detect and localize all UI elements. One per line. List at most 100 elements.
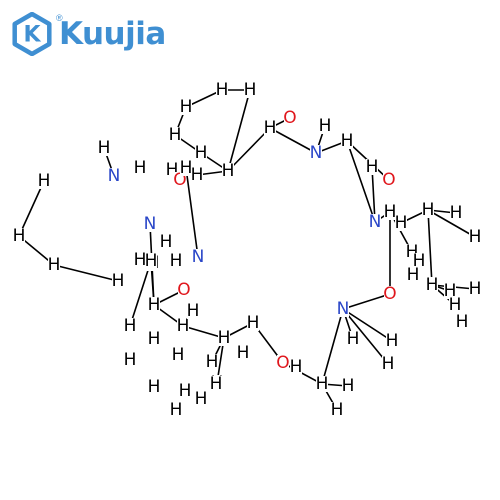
atom-H-label: H	[134, 158, 147, 178]
atom-H-label: H	[13, 226, 26, 246]
atom-label-background	[210, 376, 222, 392]
atom-label-background	[218, 330, 230, 346]
atom-H-label: H	[180, 158, 193, 178]
atom-label-background	[247, 315, 259, 331]
atom-label-background	[160, 234, 172, 250]
atom-label-background	[145, 253, 157, 269]
atom-label-background	[170, 253, 182, 269]
atom-H-label: H	[210, 374, 223, 394]
atom-H-label: H	[237, 343, 250, 363]
atom-label-background	[310, 145, 322, 161]
atom-label-background	[450, 205, 462, 221]
atom-H-label: H	[134, 250, 147, 270]
atom-label-background	[170, 402, 182, 418]
atom-H-label: H	[38, 171, 51, 191]
atom-label-background	[148, 297, 160, 313]
atom-label-background	[369, 214, 381, 230]
atom-H-label: H	[449, 295, 462, 315]
bond	[346, 140, 376, 223]
bond	[427, 209, 433, 286]
atom-label-background	[316, 376, 328, 392]
bond	[342, 308, 389, 365]
atom-H-label: H	[450, 203, 463, 223]
atom-H-label: H	[456, 312, 469, 332]
registered-mark: ®	[56, 13, 63, 23]
atom-H-label: H	[169, 125, 182, 145]
atom-H-label: H	[407, 265, 420, 285]
bond	[321, 308, 344, 385]
atom-H-label: H	[386, 331, 399, 351]
atom-label-background	[469, 229, 481, 245]
atom-label-background	[331, 402, 343, 418]
atom-label-background	[422, 202, 434, 218]
bond	[18, 180, 45, 237]
atom-label-background	[112, 273, 124, 289]
atom-label-background	[264, 120, 276, 136]
atom-label-background	[169, 127, 181, 143]
atom-label-background	[98, 140, 110, 156]
atom-label-background	[341, 133, 353, 149]
atom-label-background	[413, 253, 425, 269]
atom-H-label: H	[341, 131, 354, 151]
atom-label-background	[383, 172, 395, 188]
atom-H-label: H	[195, 389, 208, 409]
atom-label-background	[13, 228, 25, 244]
atom-H-label: H	[145, 251, 158, 271]
atom-H-label: H	[148, 295, 161, 315]
atom-label-background	[148, 379, 160, 395]
atom-H-label: H	[187, 301, 200, 321]
atom-H-label: H	[247, 313, 260, 333]
atom-H-label: H	[342, 376, 355, 396]
atom-H-label: H	[444, 281, 457, 301]
atom-label-background	[180, 99, 192, 115]
bond	[342, 308, 393, 342]
atom-label-background	[222, 163, 234, 179]
atom-N-label: N	[144, 214, 157, 234]
atom-O-label: O	[383, 284, 396, 304]
atom-label-background	[195, 391, 207, 407]
atom-label-background	[384, 286, 396, 302]
atom-N-label: N	[369, 212, 382, 232]
atom-H-label: H	[177, 316, 190, 336]
logo-mark-letter: K	[23, 23, 41, 48]
atom-label-background	[456, 314, 468, 330]
atom-H-label: H	[180, 97, 193, 117]
atom-label-background	[449, 297, 461, 313]
atom-label-background	[172, 347, 184, 363]
bond	[371, 166, 376, 223]
atom-label-background	[108, 168, 120, 184]
bond	[342, 293, 391, 310]
atom-label-background	[38, 173, 50, 189]
atom-O-label: O	[276, 353, 289, 373]
bond	[282, 362, 323, 385]
atom-O-label: O	[283, 108, 296, 128]
atom-H-label: H	[124, 316, 137, 336]
atom-H-label: H	[160, 232, 173, 252]
atom-label-background	[426, 277, 438, 293]
bond	[182, 325, 225, 339]
atom-H-label: H	[216, 80, 229, 100]
atom-label-background	[384, 204, 396, 220]
atom-label-background	[342, 378, 354, 394]
atom-H-label: H	[148, 329, 161, 349]
atom-label-background	[347, 331, 359, 347]
atom-H-label: H	[422, 200, 435, 220]
atom-H-label: H	[98, 138, 111, 158]
atom-H-label: H	[170, 400, 183, 420]
atom-N-label: N	[337, 299, 350, 319]
atom-label-background	[134, 160, 146, 176]
atom-label-background	[48, 257, 60, 273]
atom-H-label: H	[195, 143, 208, 163]
atom-H-label: H	[148, 377, 161, 397]
atom-H-label: H	[218, 328, 231, 348]
atom-H-label: H	[222, 161, 235, 181]
atom-H-label: H	[331, 400, 344, 420]
atom-label-background	[124, 318, 136, 334]
atom-labels: NHHHHHHHHHNHOHHHHHHHOHNHHONHHHHHHHHHHHHH…	[13, 80, 482, 420]
atom-label-background	[177, 318, 189, 334]
logo-text: Kuujia	[59, 16, 166, 52]
atom-label-background	[444, 283, 456, 299]
atom-label-background	[216, 82, 228, 98]
atom-H-label: H	[244, 80, 257, 100]
